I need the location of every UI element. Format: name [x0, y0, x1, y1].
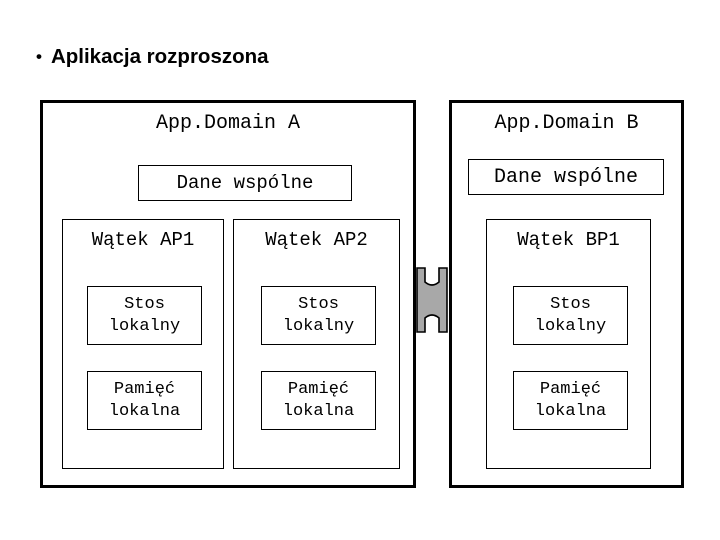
appdomain-b-box: App.Domain B Dane wspólne Wątek BP1 Stos…: [449, 100, 684, 488]
slide-heading: • Aplikacja rozproszona: [36, 42, 676, 72]
thread-ap1-local-stack-line1: Stos: [124, 294, 165, 314]
thread-ap2-local-memory-line1: Pamięć: [287, 379, 350, 399]
thread-bp1-title: Wątek BP1: [517, 229, 620, 251]
thread-ap2-title: Wątek AP2: [265, 229, 368, 251]
thread-ap1-local-stack-line2: lokalny: [108, 316, 181, 336]
thread-bp1-local-stack-box: Stos lokalny: [513, 286, 628, 345]
bullet-icon: •: [36, 46, 42, 66]
thread-ap2-local-stack-box: Stos lokalny: [261, 286, 376, 345]
appdomain-a-box: App.Domain A Dane wspólne Wątek AP1 Stos…: [40, 100, 416, 488]
thread-ap1-local-memory-box: Pamięć lokalna: [87, 371, 202, 430]
inter-domain-channel-icon: [414, 266, 450, 334]
appdomain-a-shared-data-label: Dane wspólne: [176, 172, 314, 194]
thread-ap2-local-stack-line2: lokalny: [282, 316, 355, 336]
thread-ap1-title: Wątek AP1: [91, 229, 195, 251]
appdomain-b-shared-data-label: Dane wspólne: [493, 165, 639, 189]
thread-bp1-local-memory-line2: lokalna: [534, 401, 607, 421]
appdomain-b-shared-data-box: Dane wspólne: [468, 159, 664, 195]
appdomain-a-title: App.Domain A: [155, 112, 301, 135]
thread-bp1-box: Wątek BP1 Stos lokalny Pamięć lokalna: [486, 219, 651, 469]
thread-ap2-local-stack-line1: Stos: [298, 294, 339, 314]
thread-ap1-local-memory-line2: lokalna: [108, 401, 181, 421]
thread-bp1-local-memory-line1: Pamięć: [539, 379, 602, 399]
thread-ap1-local-memory-line1: Pamięć: [113, 379, 176, 399]
thread-ap1-local-stack-box: Stos lokalny: [87, 286, 202, 345]
thread-ap2-box: Wątek AP2 Stos lokalny Pamięć lokalna: [233, 219, 400, 469]
thread-ap2-local-memory-line2: lokalna: [282, 401, 355, 421]
thread-ap1-box: Wątek AP1 Stos lokalny Pamięć lokalna: [62, 219, 224, 469]
thread-bp1-local-stack-line1: Stos: [550, 294, 591, 314]
appdomain-b-title: App.Domain B: [494, 112, 639, 135]
slide-heading-text: Aplikacja rozproszona: [50, 45, 269, 68]
thread-bp1-local-memory-box: Pamięć lokalna: [513, 371, 628, 430]
appdomain-a-shared-data-box: Dane wspólne: [138, 165, 352, 201]
thread-ap2-local-memory-box: Pamięć lokalna: [261, 371, 376, 430]
thread-bp1-local-stack-line2: lokalny: [534, 316, 607, 336]
